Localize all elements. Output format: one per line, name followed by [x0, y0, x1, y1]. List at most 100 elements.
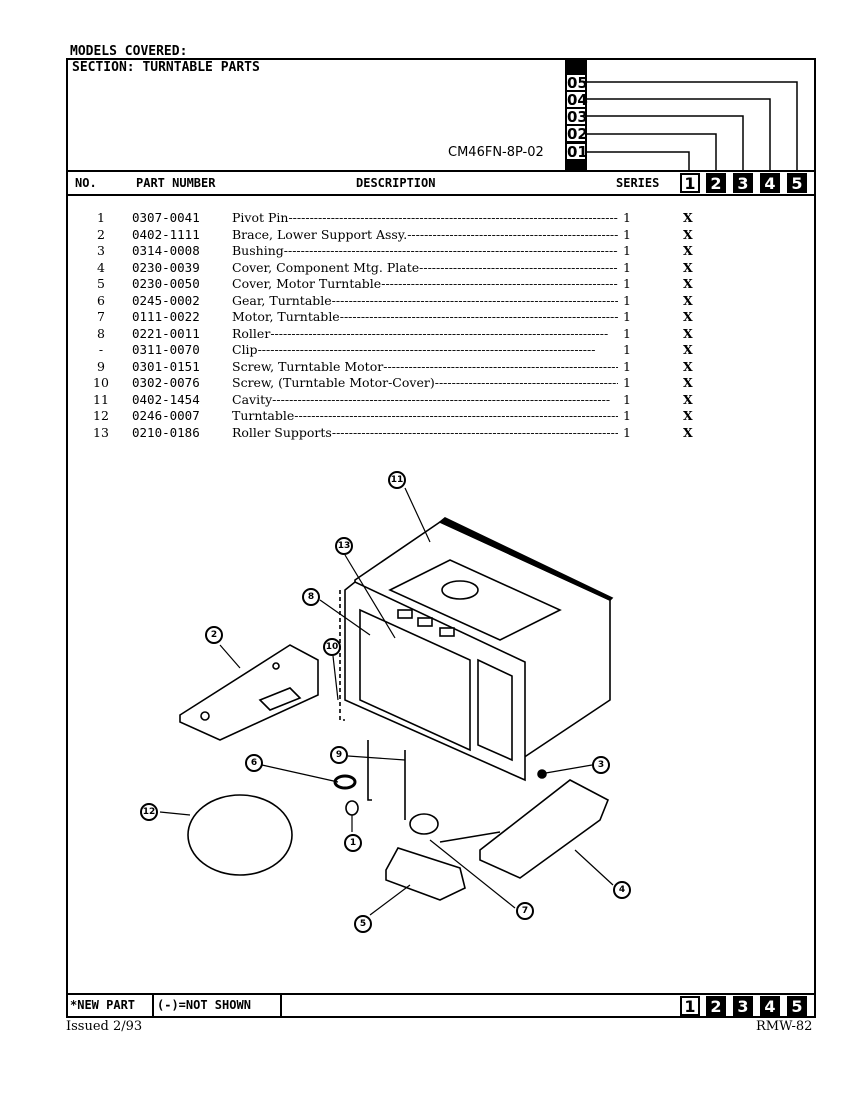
- model-number: CM46FN-8P-02: [448, 145, 544, 160]
- footer-series-box-4: 4: [760, 996, 780, 1016]
- series-connector-lines: [587, 81, 798, 172]
- part-no: 4: [97, 259, 105, 275]
- part-series-mark: X: [683, 243, 693, 258]
- part-qty: 1: [623, 408, 631, 423]
- callout-12: 12: [140, 803, 158, 821]
- part-series-mark: X: [683, 309, 693, 324]
- part-description-text: Turntable: [232, 408, 295, 423]
- leader-dashes: ----------------------------------------…: [272, 391, 611, 407]
- component-cover-shape: [479, 779, 610, 879]
- version-label-02: 02: [566, 125, 588, 143]
- part-qty: 1: [623, 226, 631, 242]
- footer-series-box-5: 5: [787, 996, 807, 1016]
- part-number: 0245-0002: [132, 292, 200, 308]
- part-description: Cover, Component Mtg. Plate-------------…: [232, 260, 618, 275]
- callout-4: 4: [613, 881, 631, 899]
- part-description: Cover, Motor Turntable------------------…: [232, 276, 618, 291]
- callout-9: 9: [330, 746, 348, 764]
- part-no: 13: [93, 424, 109, 440]
- leader-dashes: ----------------------------------------…: [331, 292, 618, 308]
- part-description: Cavity----------------------------------…: [232, 392, 618, 407]
- column-part-number: PART NUMBER: [136, 176, 216, 190]
- leader-dashes: ----------------------------------------…: [283, 243, 618, 258]
- leader-dashes: ----------------------------------------…: [419, 259, 618, 275]
- part-qty: 1: [623, 325, 631, 341]
- part-description-text: Clip: [232, 342, 258, 357]
- turntable-shape: [187, 794, 293, 876]
- document-code: RMW-82: [756, 1019, 813, 1034]
- part-description-text: Cover, Motor Turntable: [232, 276, 382, 291]
- footer-divider-2: [280, 993, 282, 1018]
- part-description: Brace, Lower Support Assy.--------------…: [232, 227, 618, 242]
- part-no: 10: [93, 375, 109, 390]
- part-no: 9: [97, 358, 105, 374]
- callout-1: 1: [344, 834, 362, 852]
- footer-series-box-1: 1: [680, 996, 700, 1016]
- part-description: Pivot Pin-------------------------------…: [232, 210, 618, 225]
- part-description-text: Gear, Turntable: [232, 292, 332, 308]
- part-description-text: Screw, Turntable Motor: [232, 358, 384, 374]
- part-description: Roller----------------------------------…: [232, 326, 618, 341]
- series-box-2: 2: [706, 173, 726, 193]
- part-number: 0302-0076: [132, 375, 200, 390]
- issued-date: Issued 2/93: [66, 1019, 143, 1034]
- part-qty: 1: [623, 375, 631, 390]
- part-no: 12: [93, 408, 109, 423]
- leader-dashes: ----------------------------------------…: [294, 408, 618, 423]
- series-box-1: 1: [680, 173, 700, 193]
- part-qty: 1: [623, 259, 631, 275]
- part-series-mark: X: [683, 375, 693, 390]
- part-series-mark: X: [683, 391, 693, 407]
- callout-7: 7: [516, 902, 534, 920]
- part-number: 0210-0186: [132, 424, 200, 440]
- part-no: 11: [93, 391, 109, 407]
- version-label-04: 04: [566, 91, 588, 109]
- part-description-text: Roller: [232, 325, 271, 341]
- part-qty: 1: [623, 309, 631, 324]
- callout-5: 5: [354, 915, 372, 933]
- column-no: NO.: [75, 176, 97, 190]
- part-number: 0311-0070: [132, 342, 200, 357]
- part-no: 5: [97, 276, 105, 291]
- part-qty: 1: [623, 342, 631, 357]
- leader-dashes: ----------------------------------------…: [257, 342, 596, 357]
- leader-dashes: ----------------------------------------…: [270, 325, 609, 341]
- part-series-mark: X: [683, 226, 693, 242]
- part-qty: 1: [623, 292, 631, 308]
- page-frame: [66, 58, 816, 1018]
- part-series-mark: X: [683, 210, 693, 225]
- section-title: SECTION: TURNTABLE PARTS: [72, 60, 260, 75]
- version-label-03: 03: [566, 108, 588, 126]
- table-row: 13 0210-0186 Roller Supports--------------…: [0, 425, 848, 441]
- brace-shape: [179, 644, 319, 741]
- footer-series-box-3: 3: [733, 996, 753, 1016]
- motor-cover-shape: [385, 847, 466, 901]
- leader-lines: [159, 487, 614, 916]
- table-row: 4 0230-0039 Cover, Component Mtg. Plate---…: [0, 260, 848, 276]
- part-description: Gear, Turntable-------------------------…: [232, 293, 618, 308]
- leader-dashes: ----------------------------------------…: [434, 375, 618, 390]
- part-number: 0230-0039: [132, 259, 200, 275]
- part-description-text: Roller Supports: [232, 424, 332, 440]
- series-box-4: 4: [760, 173, 780, 193]
- callout-3: 3: [592, 756, 610, 774]
- leader-dashes: ----------------------------------------…: [381, 276, 618, 291]
- part-description: Turntable-------------------------------…: [232, 408, 618, 423]
- part-description-text: Brace, Lower Support Assy.: [232, 226, 408, 242]
- part-no: 8: [97, 325, 105, 341]
- part-qty: 1: [623, 210, 631, 225]
- part-description: Motor, Turntable------------------------…: [232, 309, 618, 324]
- series-box-5: 5: [787, 173, 807, 193]
- part-series-mark: X: [683, 358, 693, 374]
- leader-dashes: ----------------------------------------…: [288, 210, 618, 225]
- part-description: Roller Supports-------------------------…: [232, 425, 618, 440]
- part-series-mark: X: [683, 342, 693, 357]
- part-description-text: Cavity: [232, 391, 273, 407]
